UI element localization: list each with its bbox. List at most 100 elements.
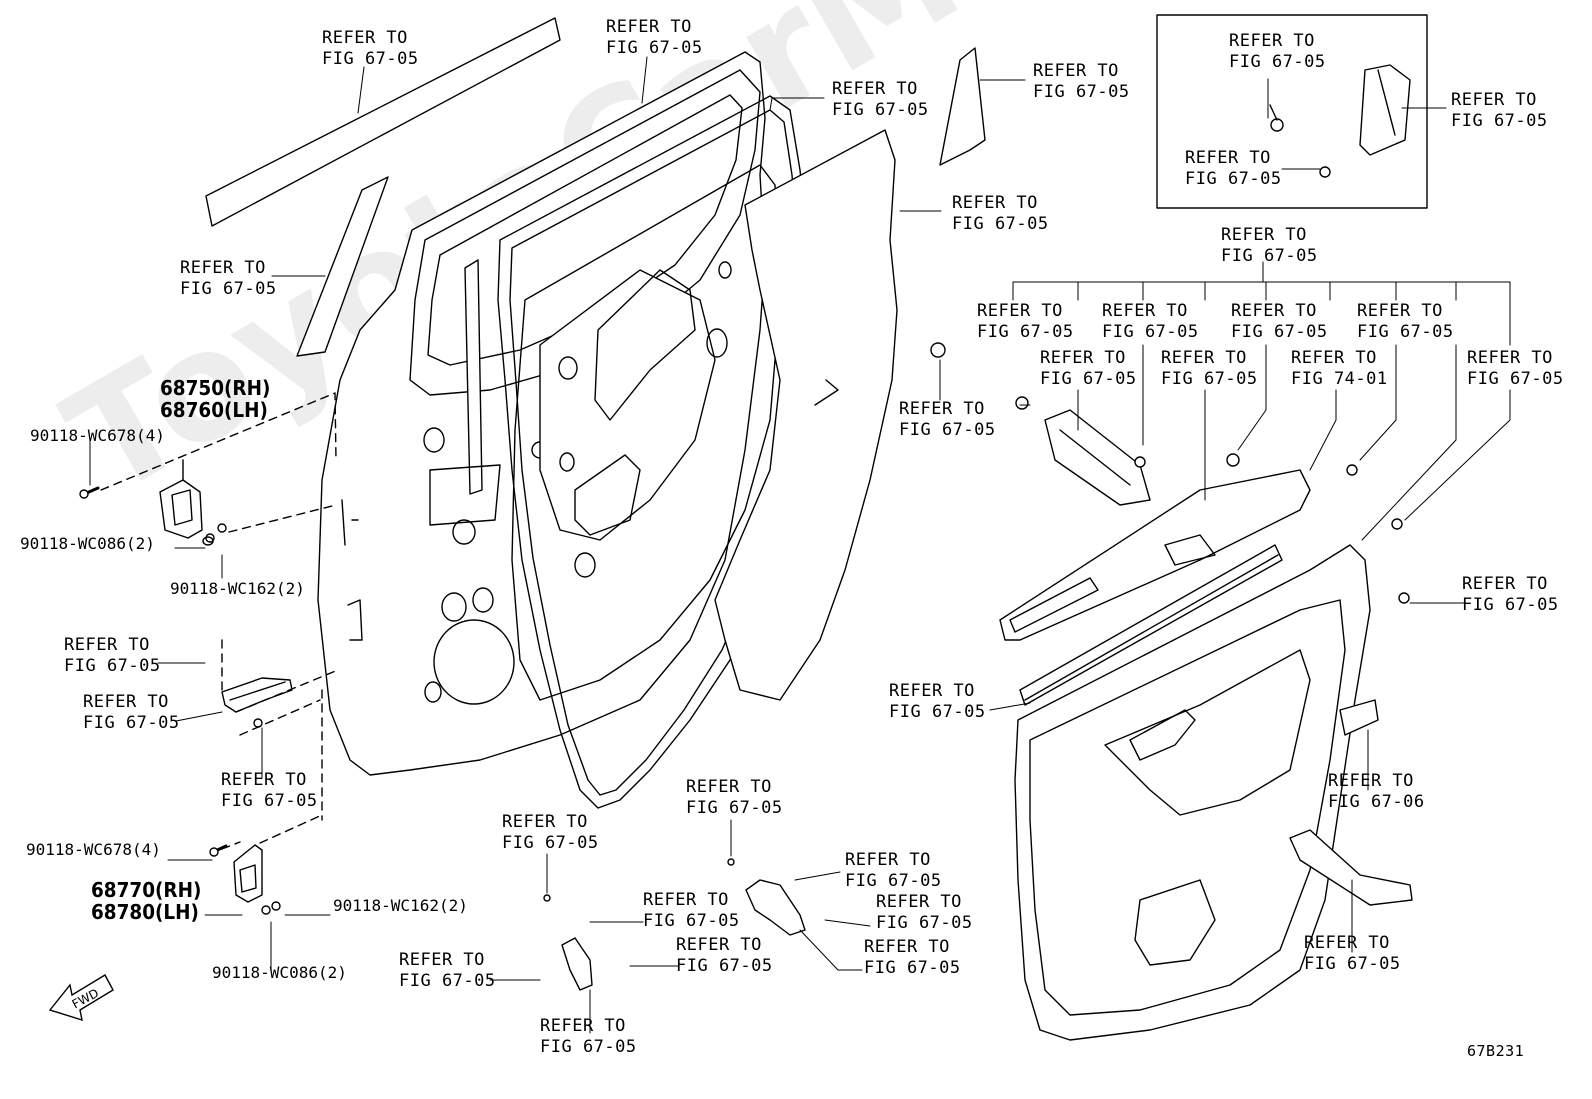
washer-upper: [202, 536, 214, 546]
service-hole: [424, 681, 442, 703]
figure-code: 67B231: [1467, 1042, 1525, 1060]
service-hole: [452, 519, 476, 545]
leader-lines: [89, 56, 1511, 1034]
forward-arrow: FWD: [48, 974, 114, 1022]
clip-fastener: [543, 894, 551, 902]
window-switch-bezel: [1164, 534, 1216, 566]
clip-fastener: [1398, 592, 1410, 604]
lower-garnish: [1339, 699, 1379, 736]
inset-clip: [1269, 104, 1284, 132]
service-hole-cover: [714, 129, 898, 701]
trim-panel-inner: [1029, 599, 1346, 1016]
bracket-small: [561, 937, 593, 991]
service-hole: [441, 592, 467, 622]
lower-bolt: [209, 844, 228, 857]
belt-moulding-strip: [205, 17, 561, 227]
upper-hinge-dashline: [100, 392, 337, 533]
bracket-center: [745, 879, 806, 936]
clip-fastener: [1391, 518, 1403, 530]
upper-trim-strip-2: [1024, 554, 1279, 701]
glass-run-channel: [464, 259, 483, 495]
service-hole: [423, 427, 445, 453]
inner-panel-cutout: [594, 269, 696, 421]
door-trim-panel: [1014, 544, 1371, 1041]
armrest-switch-base: [1129, 709, 1196, 761]
window-frame-cover: [296, 176, 389, 357]
direction-label: FWD: [70, 986, 101, 1012]
part-number-upper-hinge[interactable]: 68750(RH)68760(LH): [160, 376, 271, 422]
rear-window-trim: [939, 47, 986, 166]
clip-fastener: [930, 342, 946, 358]
upper-hinge-drawing: [159, 459, 227, 543]
clip-fastener: [727, 858, 735, 866]
inset-clip-small: [1319, 166, 1331, 178]
part-number-nut-lower[interactable]: 90118-WC162(2): [333, 896, 468, 915]
part-number-washer-lower[interactable]: 90118-WC086(2): [212, 963, 347, 982]
screw-fastener: [1134, 456, 1146, 468]
screw-fastener: [1346, 464, 1358, 476]
garnish-piece: [1359, 64, 1411, 156]
armrest-upper-board: [999, 469, 1311, 641]
part-number-nut-upper[interactable]: 90118-WC162(2): [170, 579, 305, 598]
inner-panel-hole: [706, 328, 728, 358]
screw-fastener: [1226, 453, 1240, 467]
inner-panel-hole: [574, 552, 596, 578]
middle-hinge-check: [221, 677, 293, 728]
inner-panel-cutout-lower: [574, 454, 641, 536]
inner-panel-hole: [559, 452, 575, 472]
upper-bolt: [79, 486, 100, 499]
lower-hinge-dashline: [221, 814, 323, 850]
hinge-mount-mark: [341, 499, 363, 641]
lower-hinge-drawing: [233, 844, 281, 915]
part-number-washer-upper[interactable]: 90118-WC086(2): [20, 534, 155, 553]
door-inner-panel: [539, 269, 716, 541]
part-number-bolt-lower[interactable]: 90118-WC678(4): [26, 840, 161, 859]
armrest: [1104, 649, 1311, 816]
service-hole: [472, 587, 494, 613]
side-garnish: [1289, 829, 1413, 906]
part-number-bolt-upper[interactable]: 90118-WC678(4): [30, 426, 165, 445]
part-number-lower-hinge[interactable]: 68770(RH)68780(LH): [91, 878, 202, 924]
inner-panel-hole: [718, 261, 732, 279]
door-lower-recess: [429, 464, 501, 526]
armrest-board-cutout: [1009, 577, 1099, 633]
armrest-bracket: [1044, 409, 1151, 506]
cover-crease: [814, 379, 839, 406]
